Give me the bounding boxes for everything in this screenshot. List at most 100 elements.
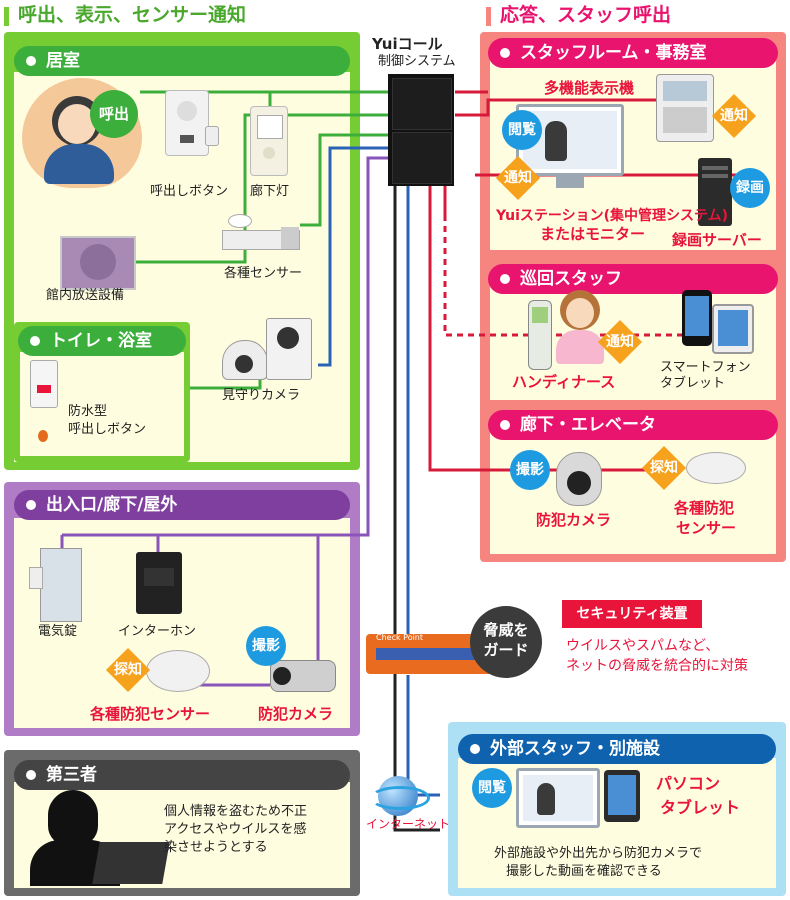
controller-logo: Yuiコール xyxy=(372,35,443,53)
station-label-2: またはモニター xyxy=(540,225,646,243)
resident-illustration xyxy=(22,78,142,188)
handy-nurse-phone xyxy=(528,300,552,370)
station-label-1: Yuiステーション(集中管理システム) xyxy=(496,208,728,224)
controller-subtitle: 制御システム xyxy=(378,54,456,69)
record-badge-text: 録画 xyxy=(736,180,764,196)
external-pc-label: パソコン xyxy=(656,774,721,793)
patrol-notify-text: 通知 xyxy=(606,334,634,350)
guard-line-2: ガード xyxy=(483,641,529,659)
staff-view-text: 閲覧 xyxy=(508,122,536,138)
monitoring-camera-box xyxy=(266,318,312,380)
sensor-ring xyxy=(228,214,252,228)
right-heading-bar xyxy=(486,7,491,26)
waterproof-label-1: 防水型 xyxy=(68,404,108,419)
entrance-camera-label: 防犯カメラ xyxy=(258,705,334,723)
left-section-heading: 呼出、表示、センサー通知 xyxy=(4,2,246,28)
waterproof-button-pull xyxy=(38,430,48,442)
hallway-camera-label: 防犯カメラ xyxy=(536,511,612,529)
monitoring-camera-label: 見守りカメラ xyxy=(222,388,301,403)
hallway-dome-camera xyxy=(556,452,602,506)
external-view-text: 閲覧 xyxy=(478,780,506,796)
third-party-desc-3: 染させようとする xyxy=(164,840,268,855)
security-device-text: セキュリティ装置 xyxy=(576,606,688,622)
display-device-label: 多機能表示機 xyxy=(544,79,635,97)
third-party-title: 第三者 xyxy=(46,765,97,785)
security-desc-2: ネットの脅威を統合的に対策 xyxy=(566,658,748,674)
waterproof-label-2: 呼出しボタン xyxy=(68,422,147,437)
monitoring-camera-dome xyxy=(222,340,268,380)
hallway-detect-text: 探知 xyxy=(650,460,678,476)
station-monitor xyxy=(516,104,624,176)
guard-line-1: 脅威を xyxy=(483,621,529,639)
patrol-notify-badge: 通知 xyxy=(592,319,648,365)
waterproof-button-device xyxy=(30,360,58,408)
external-title: 外部スタッフ・別施設 xyxy=(490,739,660,759)
third-party-header: 第三者 xyxy=(14,760,350,790)
electric-lock-device xyxy=(29,548,82,622)
appliance-brand: Check Point xyxy=(376,633,424,642)
threat-guard-bubble: 脅威を ガード xyxy=(470,606,542,678)
station-monitor-stand xyxy=(556,176,584,188)
third-party-desc-2: アクセスやウイルスを感 xyxy=(164,822,307,837)
entrance-header: 出入口/廊下/屋外 xyxy=(14,490,350,520)
call-handset xyxy=(205,126,219,146)
tablet-device xyxy=(712,304,754,354)
hallway-inner xyxy=(490,428,776,554)
hallway-sensor-label-1: 各種防犯 xyxy=(674,499,735,517)
security-desc-1: ウイルスやスパムなど、 xyxy=(566,638,720,654)
staff-room-title: スタッフルーム・事務室 xyxy=(520,43,707,63)
hallway-header: 廊下・エレベータ xyxy=(488,410,778,440)
staff-room-header: スタッフルーム・事務室 xyxy=(488,38,778,68)
room-title: 居室 xyxy=(46,51,80,71)
entrance-detect-badge: 探知 xyxy=(100,647,156,693)
external-header: 外部スタッフ・別施設 xyxy=(458,734,776,764)
internet-label: インターネット xyxy=(366,817,451,831)
entrance-sensor-label: 各種防犯センサー xyxy=(90,705,211,723)
external-desc-1: 外部施設や外出先から防犯カメラで xyxy=(494,846,703,861)
right-heading-text: 応答、スタッフ呼出 xyxy=(500,4,672,26)
entrance-sensor xyxy=(146,650,210,692)
hallway-shoot-text: 撮影 xyxy=(516,462,544,478)
patrol-header: 巡回スタッフ xyxy=(488,264,778,294)
hall-light-device xyxy=(250,106,288,176)
sensors-label: 各種センサー xyxy=(224,266,303,281)
smartphone-device xyxy=(682,290,712,346)
entrance-shoot-badge: 撮影 xyxy=(246,626,286,666)
external-monitor xyxy=(516,768,600,828)
intercom-label: インターホン xyxy=(118,624,197,639)
broadcast-speaker xyxy=(60,236,136,290)
hallway-title: 廊下・エレベータ xyxy=(520,415,656,435)
staff-view-badge: 閲覧 xyxy=(502,110,542,150)
entrance-bullet-camera xyxy=(270,660,336,692)
hallway-shoot-badge: 撮影 xyxy=(510,450,550,490)
staff-notify-badge: 通知 xyxy=(706,93,762,139)
recording-server xyxy=(698,158,732,226)
staff-notify-badge-2: 通知 xyxy=(490,155,546,201)
nurse-illustration xyxy=(552,290,608,364)
smartphone-label: スマートフォン xyxy=(660,360,751,375)
electric-lock-label: 電気錠 xyxy=(38,624,78,639)
call-button-device xyxy=(165,90,209,156)
entrance-shoot-text: 撮影 xyxy=(252,638,280,654)
entrance-title: 出入口/廊下/屋外 xyxy=(46,495,178,515)
external-tablet xyxy=(604,770,640,822)
call-button-label: 呼出しボタン xyxy=(150,184,229,199)
sensor-device xyxy=(222,227,300,250)
call-bubble-text: 呼出 xyxy=(98,105,129,123)
room-header: 居室 xyxy=(14,46,350,76)
left-heading-text: 呼出、表示、センサー通知 xyxy=(18,4,247,26)
recorder-label: 録画サーバー xyxy=(672,231,762,249)
record-badge: 録画 xyxy=(730,168,770,208)
call-bubble: 呼出 xyxy=(90,90,138,138)
hall-light-label: 廊下灯 xyxy=(250,184,290,199)
internet-globe-icon xyxy=(370,776,430,816)
intercom-device xyxy=(136,552,182,614)
hacker-laptop xyxy=(92,842,170,884)
security-device-label: セキュリティ装置 xyxy=(562,600,702,628)
handy-nurse-label: ハンディナース xyxy=(512,373,616,391)
controller-unit xyxy=(388,74,454,186)
entrance-detect-text: 探知 xyxy=(114,662,142,678)
broadcast-label: 館内放送設備 xyxy=(46,288,125,303)
right-section-heading: 応答、スタッフ呼出 xyxy=(486,2,671,28)
toilet-header: トイレ・浴室 xyxy=(18,326,186,356)
